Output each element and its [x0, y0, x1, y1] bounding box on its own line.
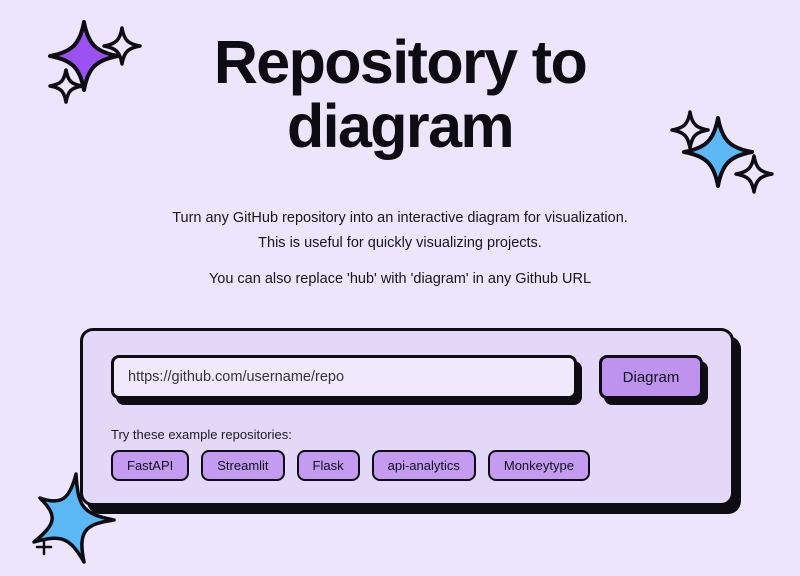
example-repo-chips: FastAPI Streamlit Flask api-analytics Mo…: [111, 450, 590, 481]
repo-input-card: Diagram Try these example repositories: …: [80, 328, 734, 506]
subtitle-line-3: You can also replace 'hub' with 'diagram…: [208, 271, 592, 287]
example-chip-streamlit[interactable]: Streamlit: [201, 450, 285, 481]
examples-label: Try these example repositories:: [111, 427, 292, 442]
diagram-submit-button[interactable]: Diagram: [599, 355, 703, 399]
subtitle-spacer: [0, 256, 800, 267]
example-chip-monkeytype[interactable]: Monkeytype: [487, 450, 590, 481]
example-chip-fastapi[interactable]: FastAPI: [111, 450, 190, 481]
page-title-line-2: diagram: [286, 92, 515, 160]
page-title-line-1: Repository to: [213, 28, 588, 96]
repo-url-input[interactable]: [111, 355, 577, 399]
subtitle-line-1: Turn any GitHub repository into an inter…: [172, 210, 628, 226]
page-title: Repository to diagram: [0, 30, 800, 158]
page-subtitle: Turn any GitHub repository into an inter…: [0, 206, 800, 292]
example-chip-flask[interactable]: Flask: [296, 450, 360, 481]
subtitle-line-2: This is useful for quickly visualizing p…: [258, 235, 542, 251]
repo-input-row: Diagram: [111, 355, 703, 399]
example-chip-api-analytics[interactable]: api-analytics: [371, 450, 476, 481]
